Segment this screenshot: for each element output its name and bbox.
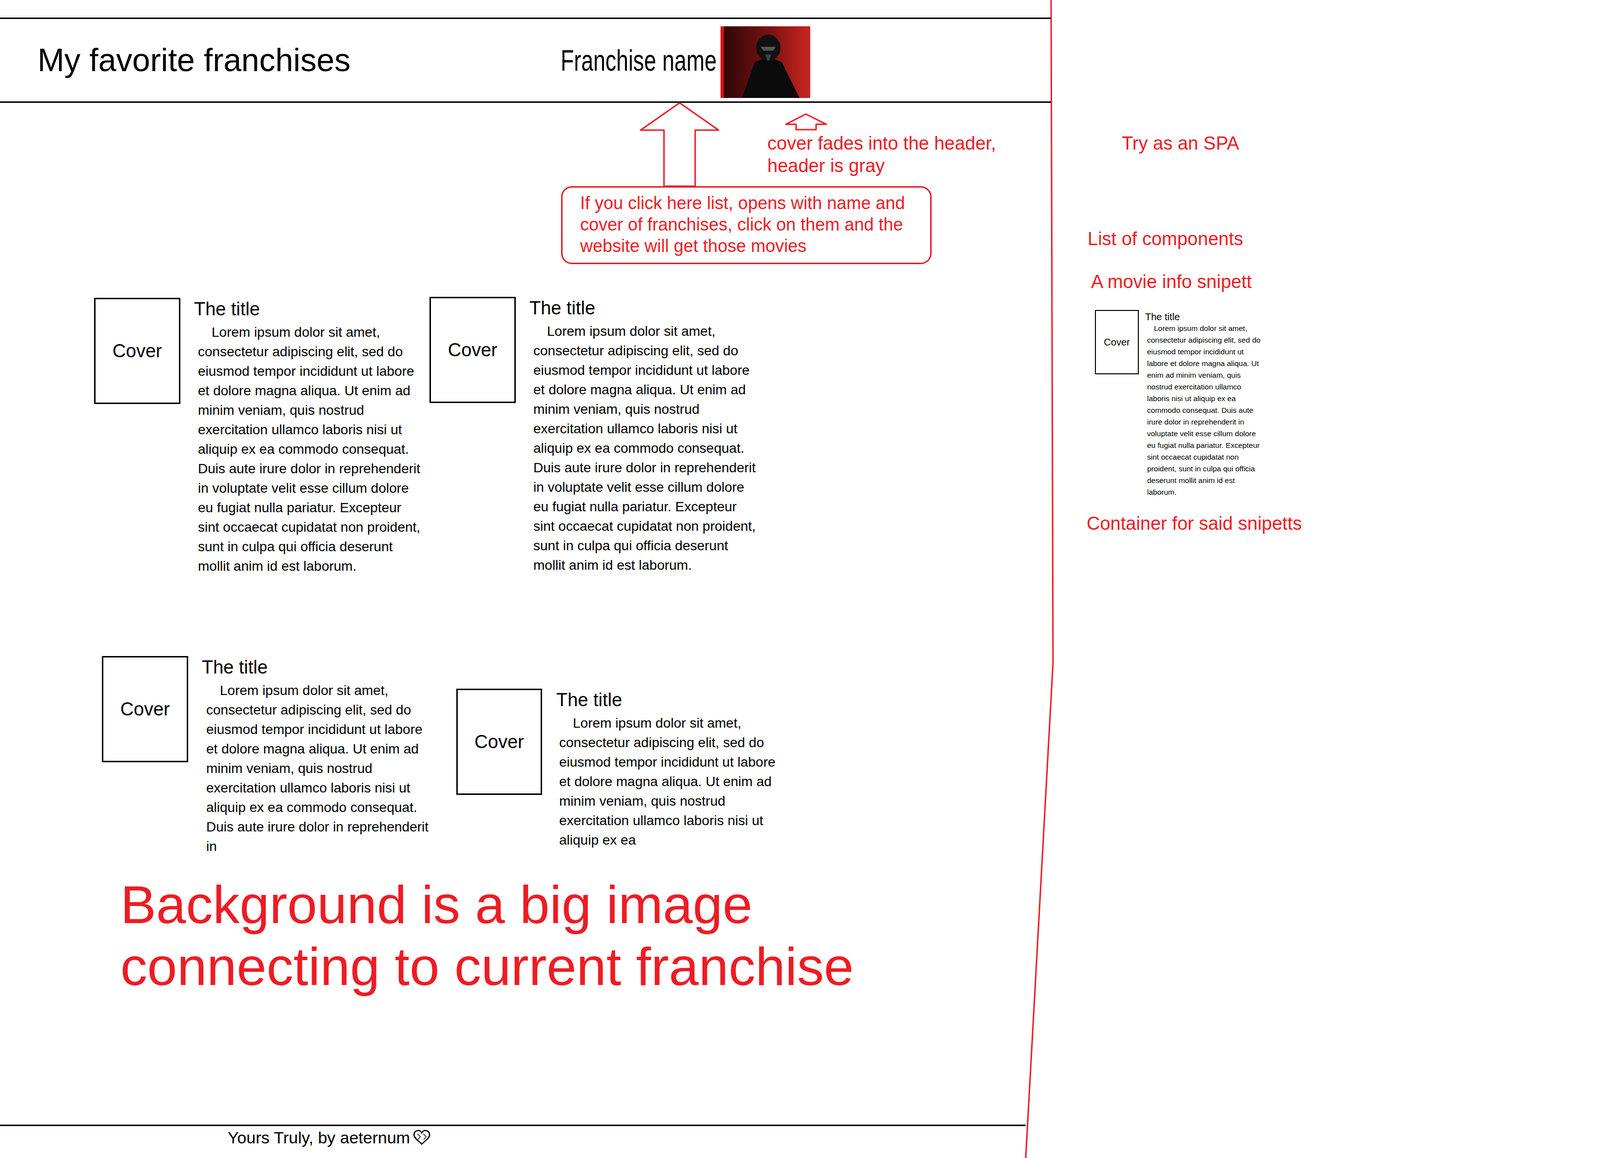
annotation: cover fades into the header, header is g… bbox=[767, 132, 1046, 177]
movie-title: The title bbox=[201, 656, 268, 680]
heart-icon bbox=[413, 1130, 430, 1145]
hdr-title: My favorite franchises bbox=[37, 41, 351, 79]
footer-line bbox=[0, 1125, 1026, 1127]
movie-title: The title bbox=[529, 297, 596, 320]
figure-cape bbox=[741, 58, 800, 98]
block-arrow bbox=[640, 102, 719, 187]
cover-image-strip bbox=[720, 26, 724, 98]
cover-text: Cover bbox=[112, 340, 162, 362]
callout-box: If you click here list, opens with name … bbox=[561, 186, 932, 265]
callout-text: If you click here list, opens with name … bbox=[580, 192, 913, 257]
annotation: A movie info snipett bbox=[1091, 271, 1252, 294]
movie-body: Lorem ipsum dolor sit amet, consectetur … bbox=[206, 681, 431, 857]
cover-text: Cover bbox=[474, 731, 524, 753]
cover-box: Cover bbox=[94, 297, 181, 405]
cover-box: Cover bbox=[456, 688, 543, 796]
hdr-name: Franchise name bbox=[560, 42, 717, 78]
franchise-cover-image bbox=[720, 26, 811, 98]
annotation: Container for said snipetts bbox=[1086, 512, 1302, 536]
cover-box: Cover bbox=[101, 656, 189, 763]
header-band: My favorite franchises Franchise name bbox=[0, 17, 1052, 103]
figure-visor bbox=[760, 46, 777, 51]
pointer-arrow bbox=[785, 114, 827, 130]
movie-body: Lorem ipsum dolor sit amet, consectetur … bbox=[559, 713, 784, 851]
footer-text: Yours Truly, by aeternum bbox=[227, 1128, 410, 1149]
figure-mask bbox=[765, 54, 772, 61]
cover-text: Cover bbox=[120, 699, 170, 721]
cover-text: Cover bbox=[1103, 336, 1130, 349]
movie-body: Lorem ipsum dolor sit amet, consectetur … bbox=[197, 322, 423, 577]
divider-line bbox=[1025, 0, 1054, 1158]
movie-body: Lorem ipsum dolor sit amet, consectetur … bbox=[1147, 322, 1265, 499]
cover-text: Cover bbox=[448, 339, 498, 361]
cover-box: Cover bbox=[1094, 310, 1139, 375]
annotation: Try as an SPA bbox=[1121, 132, 1240, 156]
annotation: List of components bbox=[1087, 228, 1244, 251]
heart-outline bbox=[413, 1130, 430, 1145]
movie-title: The title bbox=[1145, 311, 1180, 323]
movie-body: Lorem ipsum dolor sit amet, consectetur … bbox=[533, 321, 758, 576]
background-note: Background is a big image connecting to … bbox=[120, 874, 998, 998]
cover-image-ground bbox=[720, 26, 811, 98]
figure-helmet bbox=[756, 34, 781, 61]
cover-box: Cover bbox=[429, 296, 516, 404]
movie-title: The title bbox=[556, 689, 623, 712]
heart-pattern bbox=[417, 1133, 427, 1140]
movie-title: The title bbox=[194, 298, 260, 321]
